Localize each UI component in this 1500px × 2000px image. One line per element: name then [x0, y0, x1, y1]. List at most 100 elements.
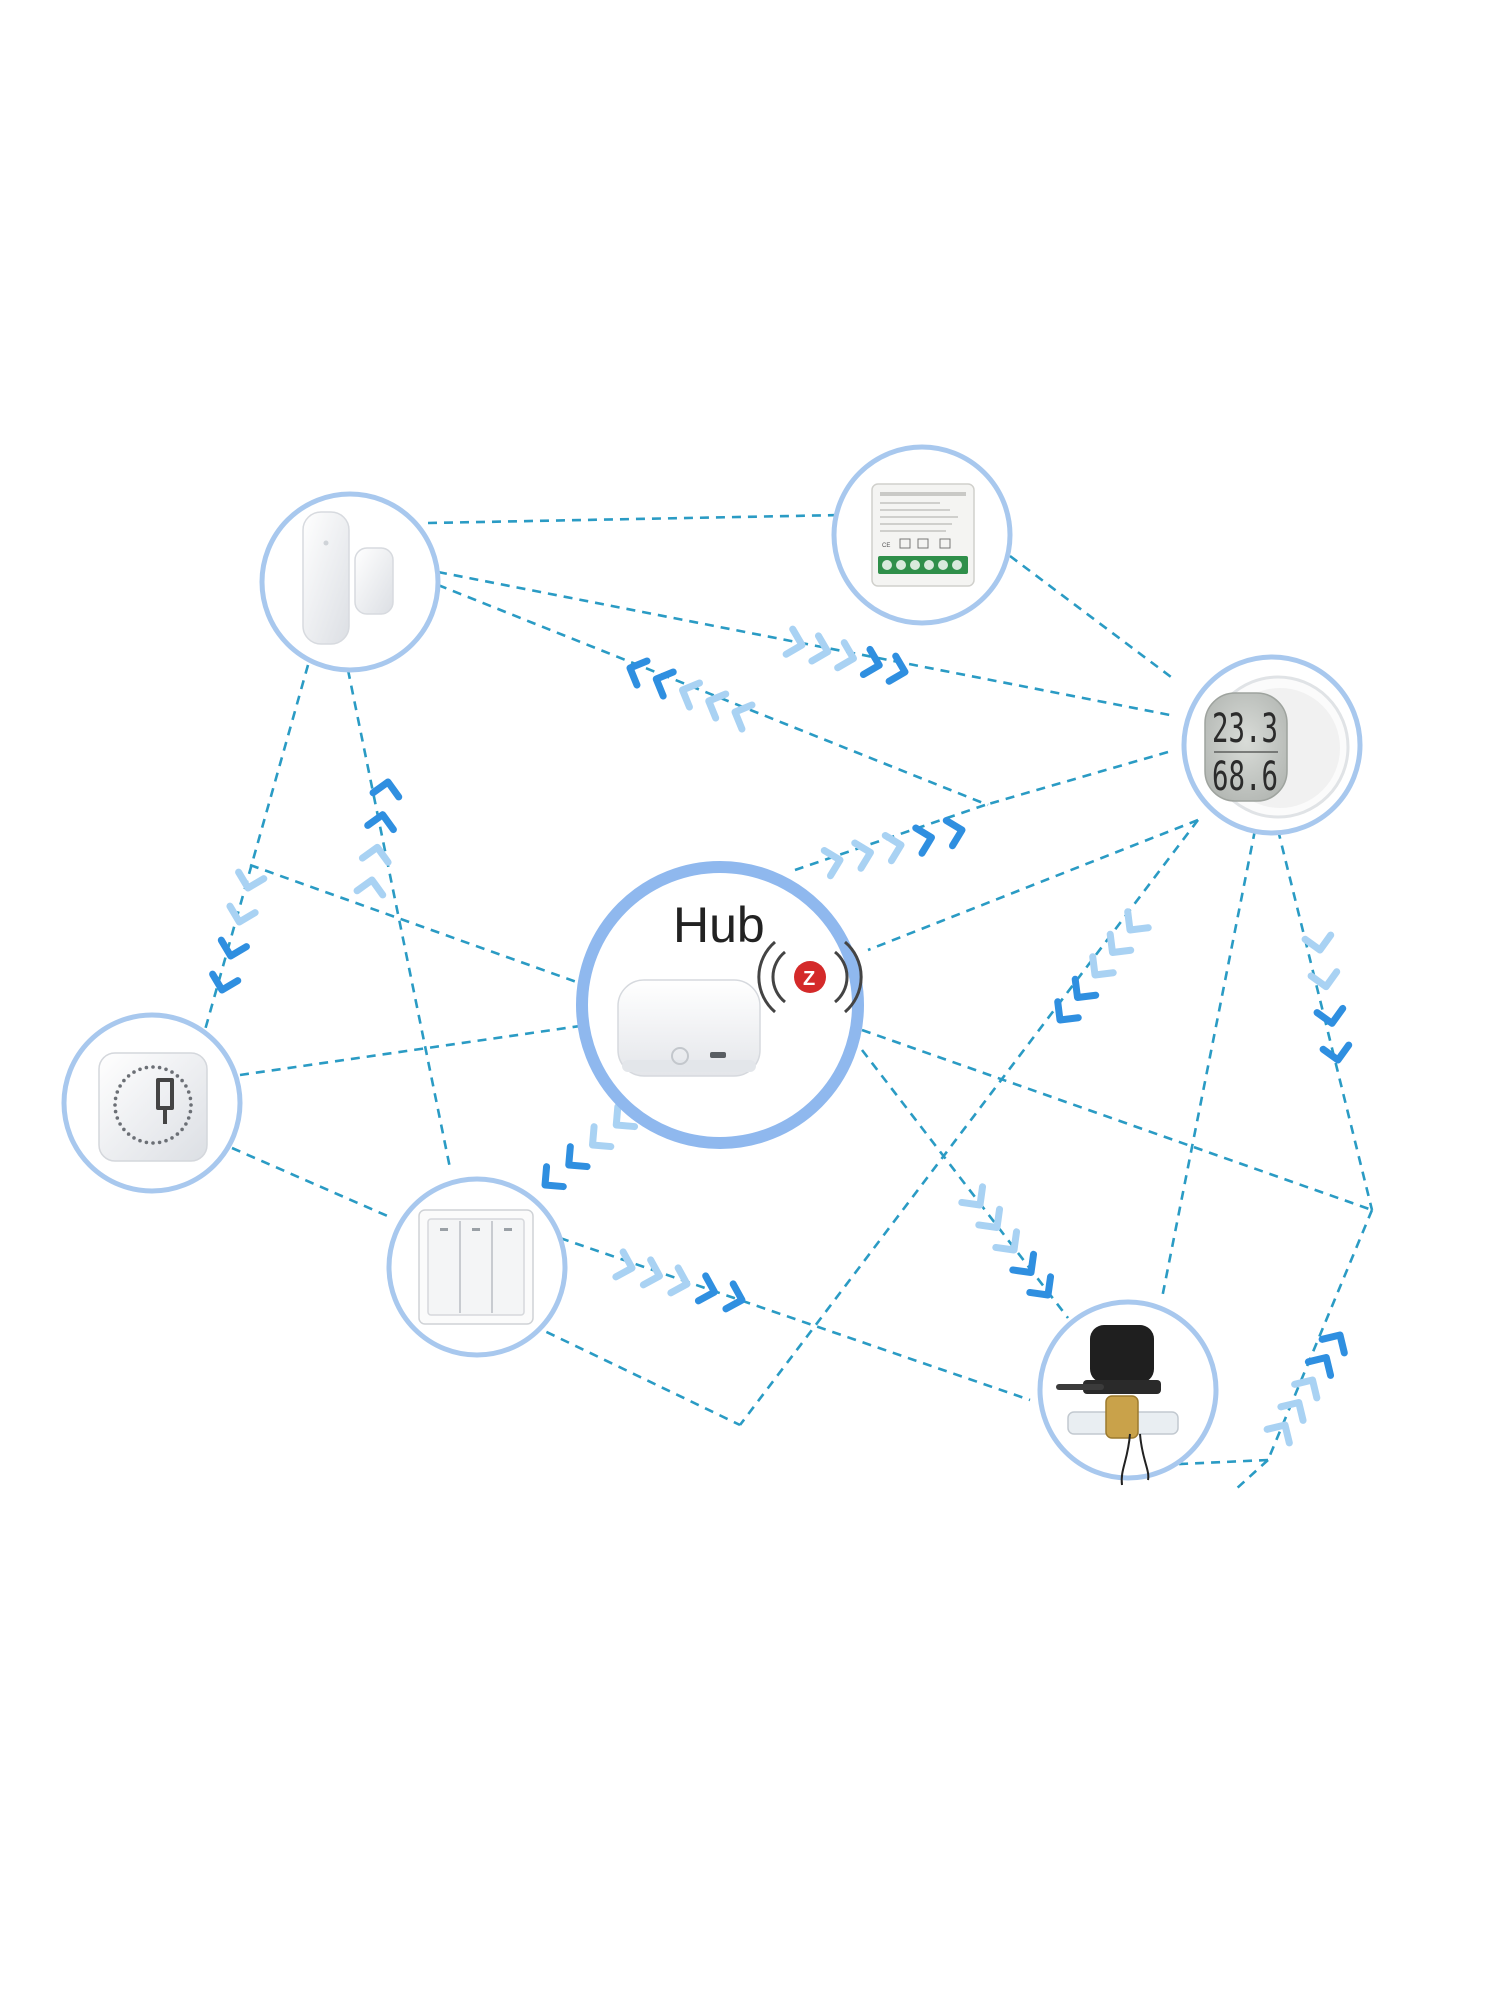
indicator-dot — [138, 1067, 142, 1072]
indicator-dot — [164, 1138, 168, 1143]
chevron-arrow-icon — [364, 811, 397, 834]
mesh-link — [1234, 1459, 1269, 1491]
indicator-dot — [184, 1084, 188, 1088]
chevron-arrow-icon — [885, 652, 909, 685]
chevron-arrow-icon — [1319, 1041, 1353, 1064]
chevron-arrow-icon — [1124, 908, 1152, 934]
chevron-arrow-icon — [226, 902, 259, 926]
indicator-dot — [180, 1078, 184, 1083]
indicator-dot — [113, 1109, 118, 1114]
mesh-link — [239, 1023, 588, 1077]
humidity-readout: 68.6 — [1212, 754, 1278, 800]
mesh-link — [346, 669, 452, 1169]
hub-label: Hub — [673, 897, 765, 953]
chevron-arrow-icon — [1263, 1421, 1293, 1447]
chevron-arrow-icon — [679, 679, 704, 711]
indicator-dot — [186, 1116, 191, 1120]
indicator-dot — [175, 1132, 180, 1136]
indicator-dot — [126, 1132, 131, 1136]
wall-switch-node[interactable] — [386, 1176, 568, 1358]
chevron-arrow-icon — [782, 625, 806, 658]
temp-humidity-sensor-node[interactable]: 23.3 68.6 — [1181, 654, 1363, 836]
chevron-arrow-icon — [217, 936, 250, 960]
indicator-dot — [113, 1103, 117, 1107]
chevron-arrow-icon — [1054, 998, 1082, 1024]
chevron-arrow-icon — [612, 1103, 639, 1131]
chevron-arrow-icon — [1026, 1273, 1055, 1299]
mesh-link — [860, 1049, 1070, 1319]
chevron-arrow-icon — [1301, 931, 1335, 954]
chevron-arrow-icon — [694, 1272, 718, 1305]
indicator-dot — [170, 1136, 174, 1140]
mesh-link — [738, 819, 1200, 1426]
indicator-dot — [126, 1074, 131, 1078]
indicator-dot — [157, 1140, 162, 1145]
chevron-arrow-icon — [881, 831, 905, 865]
indicator-dot — [122, 1127, 126, 1132]
indicator-dot — [157, 1065, 162, 1070]
mesh-link — [984, 750, 1169, 807]
chevron-arrow-icon — [1089, 953, 1117, 979]
chevron-arrow-icon — [565, 1143, 591, 1171]
indicator-dot — [118, 1084, 122, 1088]
data-flow-arrows — [209, 625, 1353, 1447]
indicator-dot — [175, 1074, 180, 1078]
zigbee-signal-icon: Z — [757, 940, 863, 1014]
zigbee-badge: Z — [803, 968, 815, 990]
hub-node[interactable]: Hub Z — [576, 861, 864, 1149]
chevron-arrow-icon — [541, 1163, 567, 1191]
chevron-arrow-icon — [992, 1228, 1021, 1254]
chevron-arrow-icon — [358, 843, 392, 866]
mesh-link — [1157, 1458, 1269, 1467]
chevron-arrow-icon — [834, 639, 857, 672]
door-window-sensor-icon — [302, 511, 394, 645]
chevron-arrow-icon — [626, 657, 651, 689]
chevron-arrow-icon — [209, 970, 242, 994]
chevron-arrow-icon — [958, 1183, 987, 1209]
valve-controller-node[interactable] — [1037, 1299, 1219, 1486]
mini-switch-node[interactable] — [61, 1012, 243, 1194]
chevron-arrow-icon — [235, 868, 268, 892]
mesh-link — [867, 818, 1199, 952]
chevron-arrow-icon — [722, 1280, 746, 1313]
three-gang-wall-switch-icon — [418, 1209, 534, 1325]
indicator-dot — [132, 1070, 136, 1074]
mesh-link — [427, 513, 843, 525]
mesh-link — [1160, 829, 1257, 1299]
chevron-arrow-icon — [1009, 1250, 1038, 1276]
indicator-dot — [188, 1109, 193, 1114]
indicator-dot — [164, 1067, 168, 1072]
chevron-arrow-icon — [1106, 930, 1135, 956]
mesh-link — [1009, 554, 1176, 682]
mesh-link — [249, 863, 586, 987]
indicator-dot — [118, 1122, 122, 1126]
chevron-arrow-icon — [612, 1248, 636, 1281]
chevron-arrow-icon — [1304, 1354, 1335, 1379]
indicator-dot — [115, 1116, 120, 1120]
chevron-arrow-icon — [1307, 968, 1341, 991]
gateway-hub-icon — [617, 979, 761, 1077]
mini-relay-node[interactable]: CE — [831, 444, 1013, 626]
indicator-dot — [186, 1090, 191, 1094]
chevron-arrow-icon — [1291, 1376, 1321, 1402]
mesh-link — [437, 583, 989, 807]
chevron-arrow-icon — [705, 690, 730, 722]
temperature-readout: 23.3 — [1212, 706, 1278, 752]
chevron-arrow-icon — [589, 1123, 615, 1151]
mesh-link — [231, 1146, 393, 1220]
chevron-arrow-icon — [912, 824, 935, 857]
chevron-arrow-icon — [851, 839, 874, 872]
water-valve-controller-icon — [1056, 1325, 1179, 1486]
chevron-arrow-icon — [353, 876, 387, 899]
indicator-dot — [180, 1127, 184, 1132]
indicator-dot — [132, 1136, 136, 1140]
indicator-dot — [151, 1065, 155, 1069]
mini-relay-icon: CE — [871, 483, 975, 587]
chevron-arrow-icon — [667, 1264, 691, 1297]
indicator-dot — [138, 1138, 142, 1143]
indicator-dot — [113, 1096, 118, 1101]
chevron-arrow-icon — [369, 778, 403, 801]
chevron-arrow-icon — [820, 846, 844, 880]
door-sensor-node[interactable] — [259, 491, 441, 673]
